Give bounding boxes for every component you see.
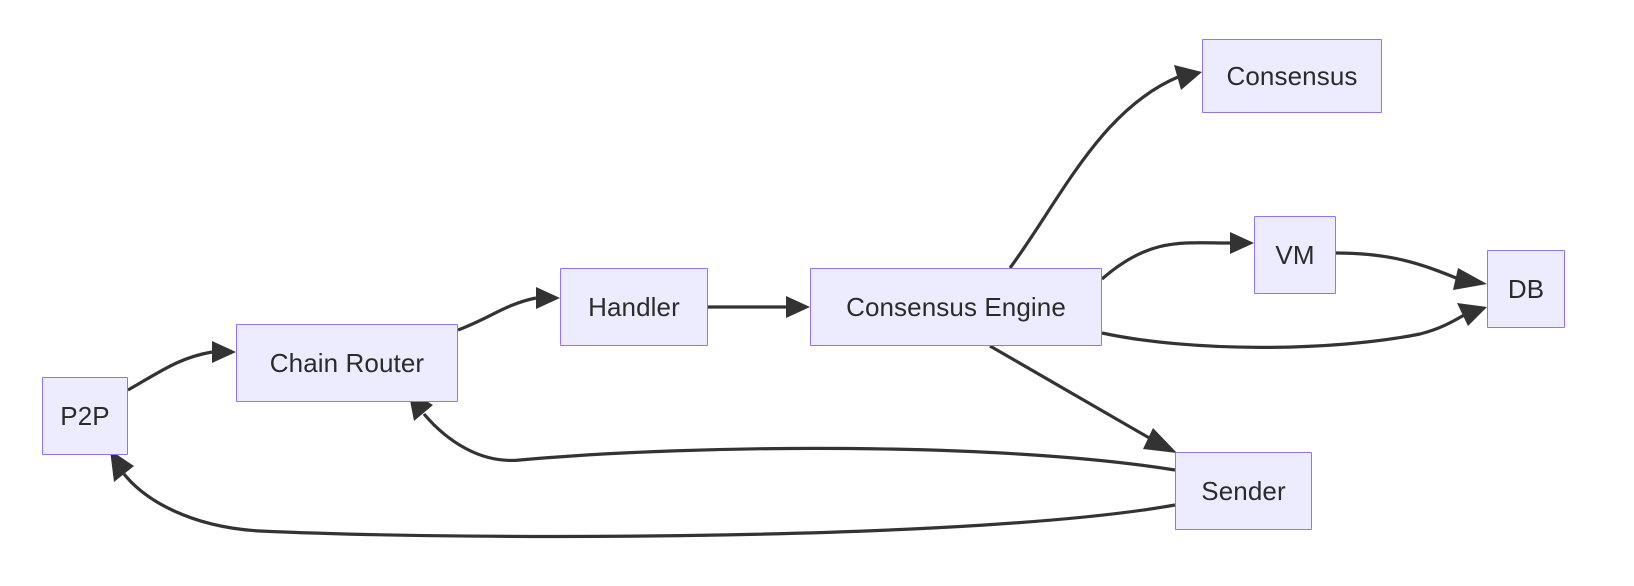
node-chain-router[interactable]: Chain Router xyxy=(236,324,458,402)
arrow-head-icon xyxy=(1457,303,1487,326)
node-label-chain-router: Chain Router xyxy=(269,347,425,378)
edge-consensus-engine-to-db xyxy=(1101,303,1487,349)
arrow-head-icon xyxy=(1453,268,1487,290)
node-label-consensus-engine: Consensus Engine xyxy=(846,291,1066,322)
edge-chain-router-to-handler xyxy=(457,287,560,332)
node-label-vm: VM xyxy=(1275,239,1315,270)
node-vm[interactable]: VM xyxy=(1254,216,1336,294)
node-label-handler: Handler xyxy=(588,291,680,322)
edge-consensus-engine-to-sender xyxy=(989,344,1177,453)
node-handler[interactable]: Handler xyxy=(560,268,708,346)
edge-sender-to-chain-router xyxy=(408,390,1176,472)
node-label-p2p: P2P xyxy=(60,400,110,431)
arrow-head-icon xyxy=(110,450,134,482)
node-label-sender: Sender xyxy=(1201,475,1286,506)
arrow-head-icon xyxy=(786,296,810,318)
edge-consensus-engine-to-vm xyxy=(1100,232,1254,281)
node-consensus[interactable]: Consensus xyxy=(1202,39,1382,113)
edge-p2p-to-chain-router xyxy=(127,341,236,392)
arrow-head-icon xyxy=(1174,65,1202,90)
node-db[interactable]: DB xyxy=(1487,250,1565,328)
node-label-db: DB xyxy=(1507,273,1545,304)
edge-vm-to-db xyxy=(1335,251,1487,290)
node-sender[interactable]: Sender xyxy=(1175,452,1312,530)
arrow-head-icon xyxy=(1143,428,1177,453)
arrow-head-icon xyxy=(536,287,560,309)
edge-consensus-engine-to-consensus xyxy=(1008,65,1202,269)
edge-sender-to-p2p xyxy=(110,450,1176,539)
node-p2p[interactable]: P2P xyxy=(42,377,128,455)
arrow-head-icon xyxy=(212,341,236,363)
node-label-consensus: Consensus xyxy=(1226,60,1358,91)
arrow-head-icon xyxy=(1230,232,1254,254)
node-consensus-engine[interactable]: Consensus Engine xyxy=(810,268,1102,346)
edge-handler-to-consensus-engine xyxy=(708,296,810,318)
